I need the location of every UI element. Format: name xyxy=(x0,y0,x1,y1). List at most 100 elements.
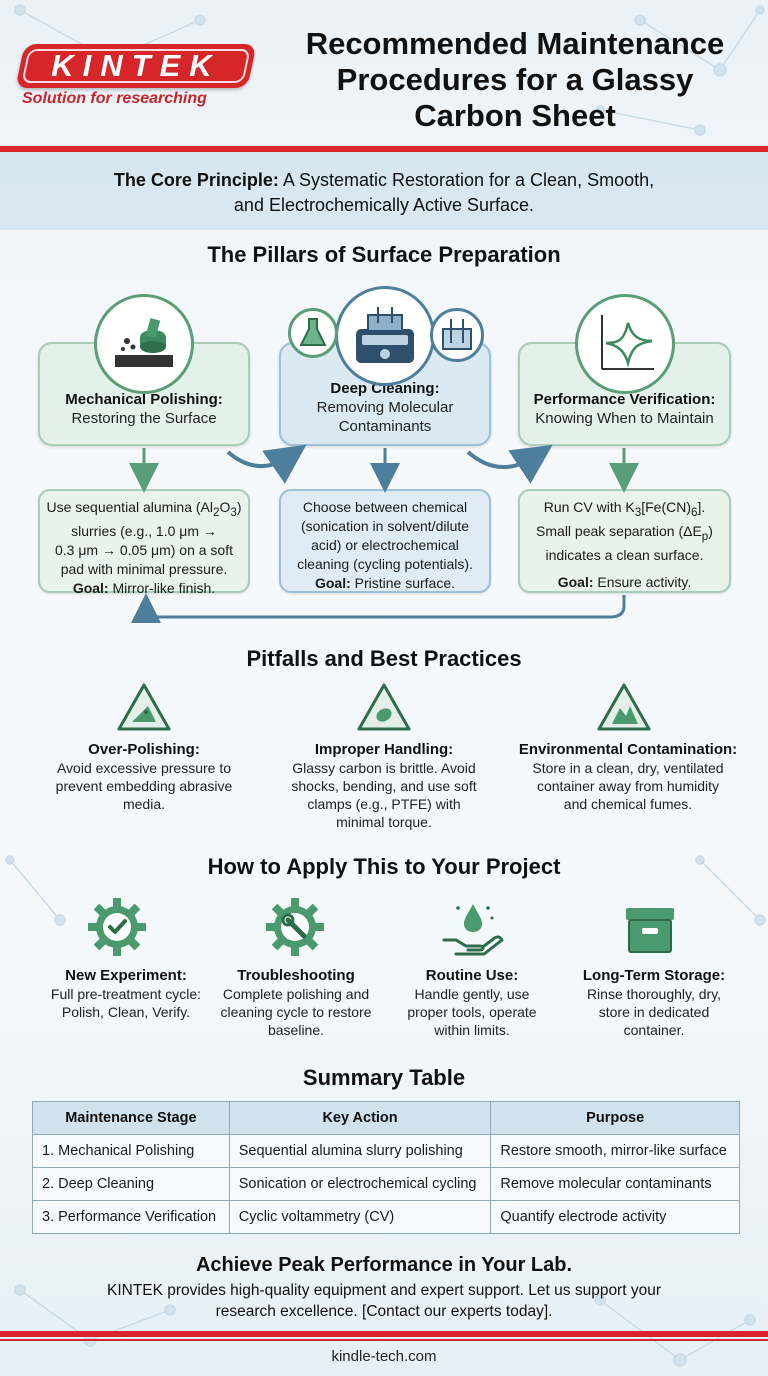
kintek-logo[interactable]: KINTEK Solution for researching xyxy=(15,44,260,112)
table-cell: 2. Deep Cleaning xyxy=(32,1167,230,1201)
summary-title: Summary Table xyxy=(302,1065,466,1090)
table-cell: 3. Performance Verification xyxy=(32,1200,230,1234)
header: KINTEK Solution for researching Recommen… xyxy=(0,0,768,146)
apply-item-title: Routine Use: xyxy=(425,967,519,984)
gear-wrench-icon xyxy=(266,898,324,956)
desc-line-2: slurries (e.g., 1.0 μm → xyxy=(71,522,217,539)
table-cell: 1. Mechanical Polishing xyxy=(32,1134,230,1168)
table-header-row: Maintenance Stage Key Action Purpose xyxy=(32,1101,740,1135)
core-label: The Core Principle: xyxy=(113,170,279,190)
desc-line-3: acid) or electrochemical xyxy=(311,537,459,553)
footer-url-link[interactable]: kindle-tech.com xyxy=(331,1348,437,1365)
title-line-1: Recommended Maintenance xyxy=(305,26,725,61)
apply-line-1: Handle gently, use xyxy=(414,986,530,1002)
core-principle-band xyxy=(0,152,768,230)
apply-line-1: Rinse thoroughly, dry, xyxy=(586,986,722,1002)
desc-line-2: Small peak separation (ΔEp) xyxy=(536,522,713,543)
table-header-cell: Maintenance Stage xyxy=(32,1101,230,1135)
desc-performance-verification: Run CV with K3[Fe(CN)6]. Small peak sepa… xyxy=(518,489,731,593)
desc-line-3: indicates a clean surface. xyxy=(545,546,704,563)
core-text-1: A Systematic Restoration for a Clean, Sm… xyxy=(278,170,655,190)
apply-line-3: container. xyxy=(623,1022,685,1038)
pitfall-environmental-contamination: Environmental Contamination: Store in a … xyxy=(506,740,750,813)
pitfall-improper-handling: Improper Handling: Glassy carbon is brit… xyxy=(272,740,496,831)
loop-back-arrow xyxy=(131,593,626,624)
pitfall-line-2: prevent embedding abrasive xyxy=(55,778,233,794)
pillar-subtitle: Restoring the Surface xyxy=(71,410,217,427)
desc-line-2: (sonication in solvent/dilute xyxy=(300,518,470,534)
cta-title: Achieve Peak Performance in Your Lab. xyxy=(195,1254,573,1276)
table-cell: Cyclic voltammetry (CV) xyxy=(228,1200,492,1234)
table-cell: Remove molecular contaminants xyxy=(490,1167,740,1201)
apply-line-3: baseline. xyxy=(267,1022,325,1038)
apply-item-title: New Experiment: xyxy=(65,967,187,984)
desc-line-4: pad with minimal pressure. xyxy=(60,560,228,577)
pitfall-line-2: container away from humidity xyxy=(536,778,720,794)
hand-drop-icon xyxy=(442,904,504,956)
apply-title: How to Apply This to Your Project xyxy=(207,854,561,879)
gear-check-icon xyxy=(88,898,146,956)
apply-routine-use: Routine Use: Handle gently, use proper t… xyxy=(386,966,558,1039)
curve-arrow-1 xyxy=(226,444,307,484)
table-row: 3. Performance Verification Cyclic volta… xyxy=(32,1200,740,1234)
pitfall-line-1: Avoid excessive pressure to xyxy=(56,760,232,776)
footer-divider-thin xyxy=(0,1339,768,1341)
pitfall-over-polishing: Over-Polishing: Avoid excessive pressure… xyxy=(34,740,254,813)
title-line-2: Procedures for a Glassy xyxy=(336,62,694,97)
logo-tagline: Solution for researching xyxy=(22,90,207,107)
table-row: 2. Deep Cleaning Sonication or electroch… xyxy=(32,1167,740,1201)
pitfall-line-1: Glassy carbon is brittle. Avoid xyxy=(292,760,476,776)
core-line-2: and Electrochemically Active Surface. xyxy=(233,195,535,215)
desc-line-3: 0.3 μm → 0.05 μm) on a soft xyxy=(55,541,233,558)
pillar-subtitle: Knowing When to Maintain xyxy=(535,410,714,427)
pitfall-line-4: minimal torque. xyxy=(336,814,432,830)
table-header-cell: Key Action xyxy=(228,1101,492,1135)
warning-improper-handling-icon xyxy=(357,683,411,731)
cta-text: KINTEK provides high-quality equipment a… xyxy=(64,1280,704,1322)
curve-arrow-2 xyxy=(466,444,553,484)
electrochemical-cell-icon xyxy=(430,308,484,362)
apply-long-term-storage: Long-Term Storage: Rinse thoroughly, dry… xyxy=(566,966,742,1039)
desc-goal: Goal: Pristine surface. xyxy=(314,575,456,591)
pitfall-line-3: and chemical fumes. xyxy=(563,796,693,812)
apply-line-1: Complete polishing and xyxy=(222,986,370,1002)
cta-line-1: KINTEK provides high-quality equipment a… xyxy=(106,1282,661,1299)
logo-text: KINTEK xyxy=(51,48,221,83)
desc-goal: Goal: Ensure activity. xyxy=(557,573,692,590)
apply-line-2: Polish, Clean, Verify. xyxy=(61,1004,191,1020)
pitfall-line-3: clamps (e.g., PTFE) with xyxy=(307,796,461,812)
table-row: 1. Mechanical Polishing Sequential alumi… xyxy=(32,1134,740,1168)
polishing-icon xyxy=(94,294,194,394)
storage-box-icon xyxy=(626,908,674,953)
apply-line-2: proper tools, operate xyxy=(407,1004,537,1020)
pillar-title: Mechanical Polishing: xyxy=(65,391,223,408)
table-cell: Restore smooth, mirror-like surface xyxy=(490,1134,740,1168)
table-cell: Sonication or electrochemical cycling xyxy=(228,1167,492,1201)
desc-deep-cleaning: Choose between chemical (sonication in s… xyxy=(279,489,491,593)
pitfall-line-1: Store in a clean, dry, ventilated xyxy=(532,760,724,776)
apply-item-title: Long-Term Storage: xyxy=(582,967,726,984)
title-line-3: Carbon Sheet xyxy=(414,98,616,133)
sonicator-icon xyxy=(335,286,435,386)
page-title: Recommended Maintenance Procedures for a… xyxy=(270,26,760,134)
pillar-title: Performance Verification: xyxy=(533,391,716,408)
apply-line-1: Full pre-treatment cycle: xyxy=(50,986,202,1002)
desc-goal: Goal: Mirror-like finish. xyxy=(72,579,216,596)
header-divider xyxy=(0,146,768,152)
pillars-title: The Pillars of Surface Preparation xyxy=(207,242,561,267)
pitfall-title: Improper Handling: xyxy=(314,741,454,758)
desc-mechanical-polishing: Use sequential alumina (Al2O3) slurries … xyxy=(38,489,250,596)
core-principle: The Core Principle: A Systematic Restora… xyxy=(60,168,708,218)
core-line-1: The Core Principle: A Systematic Restora… xyxy=(60,168,708,193)
pillar-subtitle-2: Contaminants xyxy=(338,418,432,435)
apply-troubleshooting: Troubleshooting Complete polishing and c… xyxy=(206,966,386,1039)
table-header-cell: Purpose xyxy=(490,1101,740,1135)
warning-over-polishing-icon xyxy=(117,683,171,731)
pitfall-line-3: media. xyxy=(122,796,166,812)
apply-line-3: within limits. xyxy=(434,1022,510,1038)
flask-icon xyxy=(288,308,338,358)
cta-line-2[interactable]: research excellence. [Contact our expert… xyxy=(215,1303,553,1320)
pillar-subtitle-1: Removing Molecular xyxy=(316,399,454,416)
pitfalls-title: Pitfalls and Best Practices xyxy=(246,646,522,671)
apply-item-title: Troubleshooting xyxy=(237,967,355,984)
